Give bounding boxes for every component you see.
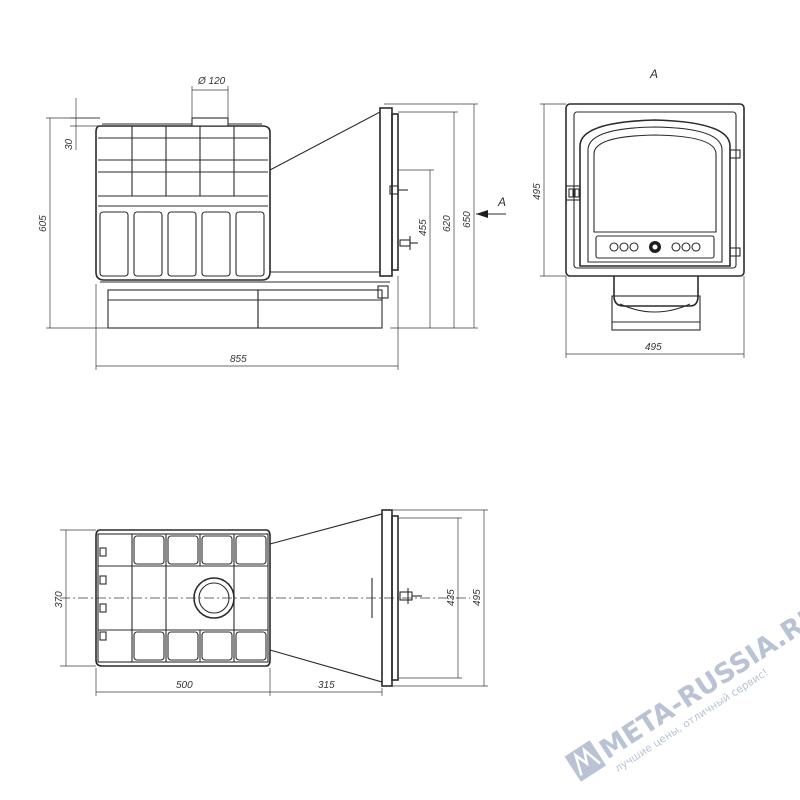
dim-plan-body-length: 500 bbox=[176, 680, 193, 691]
view-arrow-label: A bbox=[497, 195, 506, 209]
dim-door-top: 620 bbox=[442, 215, 453, 232]
dim-total-height: 650 bbox=[462, 211, 473, 228]
dim-door-frame-width: 495 bbox=[645, 342, 662, 353]
view-arrow-a bbox=[476, 210, 506, 218]
view-title: A bbox=[649, 67, 658, 81]
dim-top-offset: 30 bbox=[64, 138, 75, 150]
dim-door-center: 455 bbox=[418, 219, 429, 236]
dim-plan-width: 370 bbox=[54, 591, 65, 608]
dim-flue-diameter: Ø 120 bbox=[197, 76, 226, 87]
watermark: META-RUSSIA.RU лучшие цены, отличный сер… bbox=[564, 599, 800, 782]
side-view: Ø 120 30 605 455 620 bbox=[38, 76, 506, 370]
watermark-brand: META-RUSSIA.RU bbox=[594, 599, 800, 766]
flue-collar bbox=[191, 117, 229, 127]
plan-view: 370 435 495 500 315 bbox=[54, 509, 488, 696]
meta-russia-logo-icon bbox=[564, 740, 607, 782]
dim-plan-door-inner: 435 bbox=[446, 589, 457, 606]
dim-plan-tunnel-length: 315 bbox=[318, 680, 335, 691]
dim-door-frame-height: 495 bbox=[532, 183, 543, 200]
dim-plan-door-outer: 495 bbox=[472, 589, 483, 606]
dim-body-height: 605 bbox=[38, 215, 49, 232]
front-view-a: A bbox=[532, 67, 745, 358]
dim-total-length: 855 bbox=[230, 354, 247, 365]
